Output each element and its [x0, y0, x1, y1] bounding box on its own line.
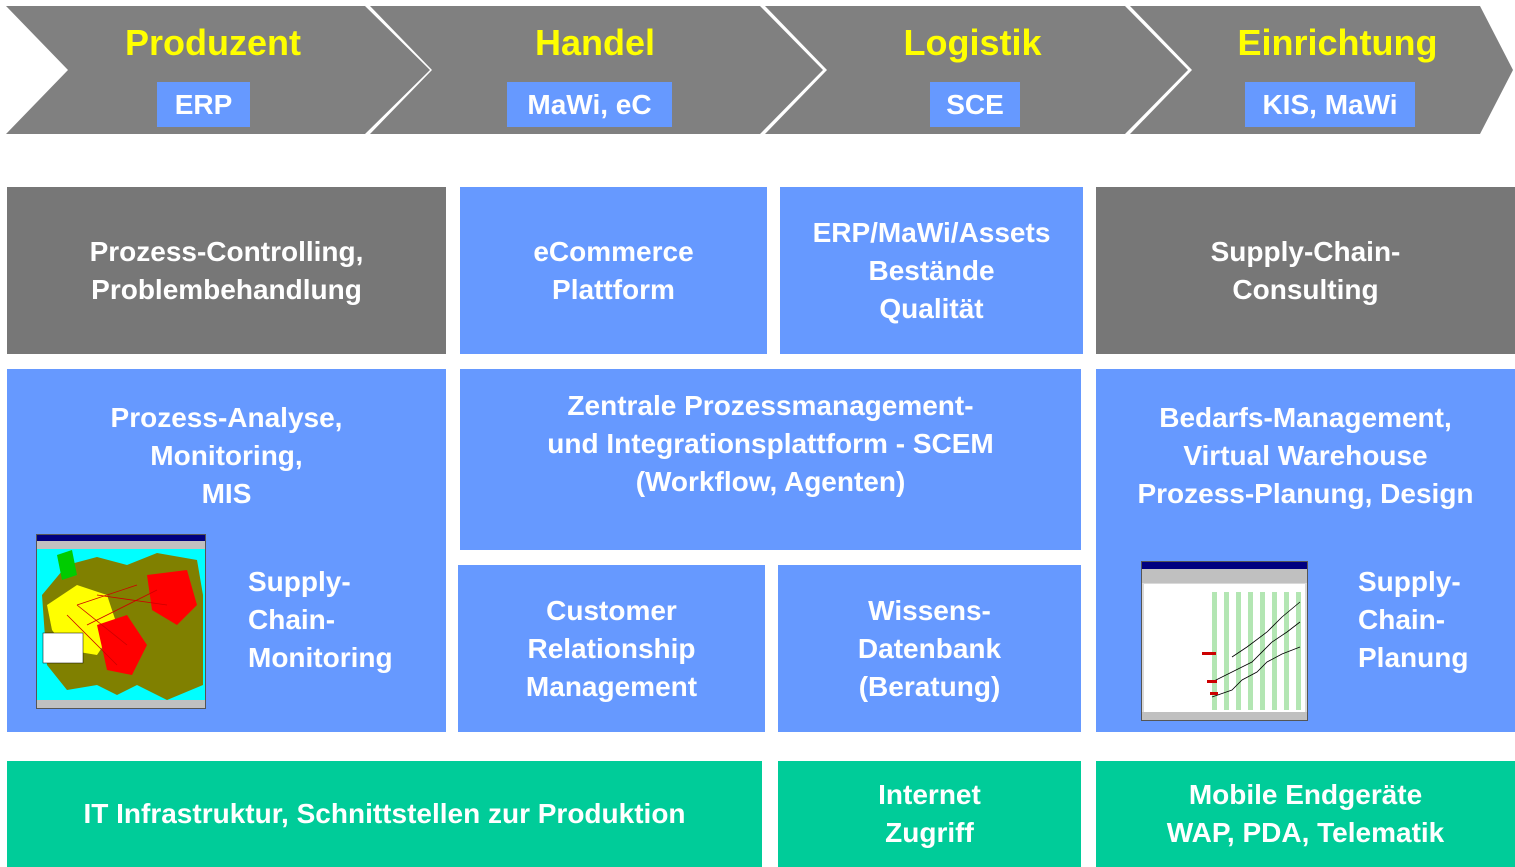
box-text-line: Qualität [879, 292, 984, 324]
box-mobile-endgeraete: Mobile Endgeräte WAP, PDA, Telematik [1096, 761, 1515, 867]
box-text-line: Wissens- [868, 594, 991, 626]
chevron-badge-erp: ERP [157, 82, 250, 127]
label-line: Monitoring [248, 642, 393, 673]
box-text-line: Bedarfs-Management, [1159, 402, 1452, 433]
box-text-line: Prozess-Planung, Design [1137, 478, 1474, 509]
chevron-title-logistik: Logistik [903, 22, 1042, 63]
box-text-line: Virtual Warehouse [1183, 440, 1428, 471]
box-it-infrastruktur: IT Infrastruktur, Schnittstellen zur Pro… [7, 761, 762, 867]
europe-map-screenshot [36, 534, 206, 709]
box-wissens-datenbank: Wissens- Datenbank (Beratung) [778, 565, 1081, 732]
label-line: Chain- [1358, 604, 1446, 635]
label-supply-chain-planung: Supply- Chain- Planung [1358, 563, 1468, 677]
box-text-line: Bestände [868, 254, 995, 286]
box-scem-platform: Zentrale Prozessmanagement- und Integrat… [460, 369, 1081, 550]
chevron-title-handel: Handel [534, 22, 656, 63]
box-text-line: Relationship [527, 632, 696, 664]
box-text-line: Prozess-Controlling, [89, 235, 364, 267]
box-text-line: Internet [878, 779, 981, 810]
chevron-arrows [6, 6, 1513, 134]
chevron-badge-sce: SCE [930, 82, 1020, 127]
label-line: Chain- [248, 604, 336, 635]
box-crm: Customer Relationship Management [458, 565, 765, 732]
box-prozess-analyse: Prozess-Analyse, Monitoring, MIS [7, 369, 446, 732]
chevron-title-einrichtung: Einrichtung [1237, 22, 1438, 63]
box-ecommerce: eCommerce Plattform [460, 187, 767, 354]
gantt-chart-icon [1142, 562, 1307, 720]
box-text-line: (Workflow, Agenten) [635, 466, 906, 497]
label-line: Planung [1358, 642, 1469, 673]
label-line: Supply- [1358, 566, 1461, 597]
box-erp-mawi-assets: ERP/MaWi/Assets Bestände Qualität [780, 187, 1083, 354]
box-text-line: Mobile Endgeräte [1188, 779, 1423, 810]
box-text-line: eCommerce [533, 235, 694, 267]
box-text-line: ERP/MaWi/Assets [812, 216, 1051, 248]
chevron-badge-kis-mawi: KIS, MaWi [1245, 82, 1415, 127]
label-line: Supply- [248, 566, 351, 597]
box-text-line: Management [525, 670, 698, 702]
chevron-einrichtung [1130, 6, 1513, 134]
box-text-line: Zentrale Prozessmanagement- [567, 390, 974, 421]
box-text-line: WAP, PDA, Telematik [1166, 817, 1445, 848]
chevron-title-produzent: Produzent [125, 22, 301, 63]
box-text-line: IT Infrastruktur, Schnittstellen zur Pro… [83, 798, 686, 829]
box-text-line: Plattform [552, 273, 675, 305]
box-text-line: Consulting [1232, 273, 1379, 305]
box-text-line: Customer [546, 594, 677, 626]
box-text-line: (Beratung) [858, 670, 1001, 702]
box-text-line: Problembehandlung [91, 273, 362, 305]
label-supply-chain-monitoring: Supply- Chain- Monitoring [248, 563, 393, 677]
box-text-line: Prozess-Analyse, [110, 402, 343, 433]
box-supply-chain-consulting: Supply-Chain- Consulting [1096, 187, 1515, 354]
gantt-chart-screenshot [1141, 561, 1308, 721]
box-text-line: und Integrationsplattform - SCEM [547, 428, 994, 459]
box-text-line: MIS [201, 478, 252, 509]
box-text-line: Monitoring, [150, 440, 303, 471]
chevron-badge-mawi-ec: MaWi, eC [507, 82, 672, 127]
box-text-line: Datenbank [857, 632, 1002, 664]
box-internet-zugriff: Internet Zugriff [778, 761, 1081, 867]
box-text-line: Supply-Chain- [1210, 235, 1401, 267]
box-text-line: Zugriff [885, 817, 974, 848]
box-prozess-controlling: Prozess-Controlling, Problembehandlung [7, 187, 446, 354]
process-chevron-banner: Produzent ERP Handel MaWi, eC Logistik S… [0, 0, 1515, 140]
chevron-handel [370, 6, 823, 134]
chevron-produzent [6, 6, 430, 134]
chevron-logistik [765, 6, 1188, 134]
europe-map-icon [37, 535, 205, 708]
